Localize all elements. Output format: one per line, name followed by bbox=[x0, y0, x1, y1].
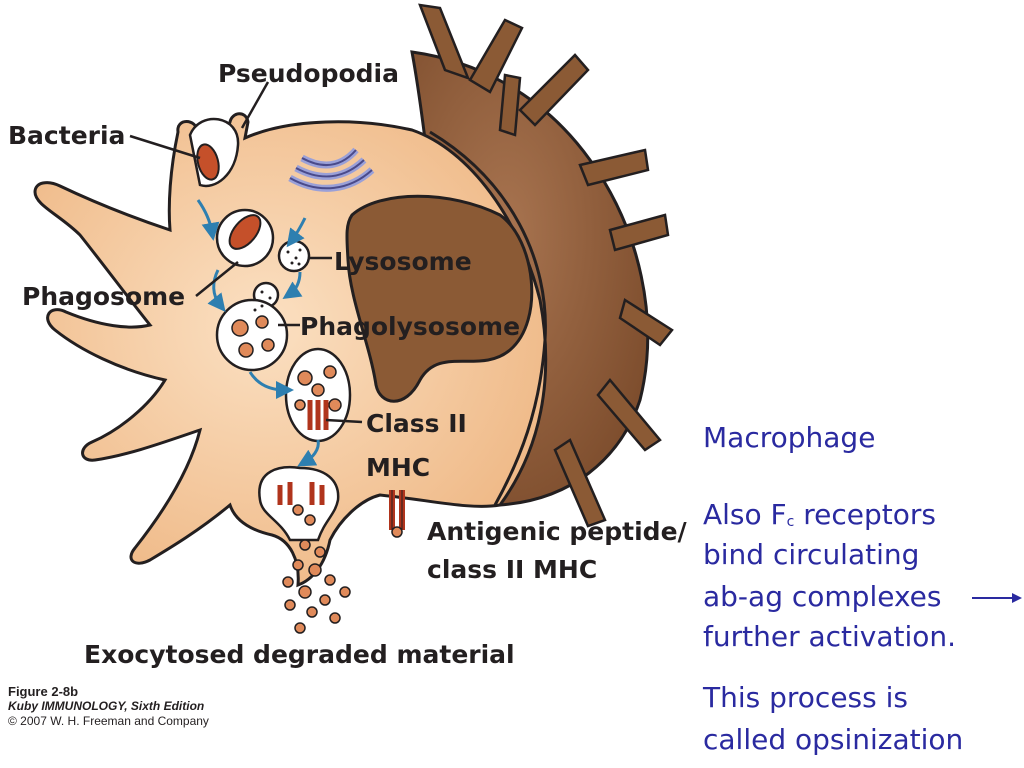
phagolysosome bbox=[215, 298, 289, 372]
golgi-apparatus bbox=[288, 147, 375, 192]
lysosome bbox=[277, 239, 311, 273]
mhc-vesicle bbox=[284, 347, 352, 443]
label-phagosome: Phagosome bbox=[22, 282, 185, 311]
book-title: Kuby IMMUNOLOGY, Sixth Edition bbox=[8, 699, 205, 713]
label-pseudopodia: Pseudopodia bbox=[218, 59, 399, 88]
surface-mhc bbox=[389, 490, 405, 538]
label-mhc: MHC bbox=[366, 453, 430, 482]
side-line-3: ab-ag complexes bbox=[703, 580, 942, 613]
figure-number: Figure 2-8b bbox=[8, 684, 79, 699]
side-line-4: further activation. bbox=[703, 620, 957, 653]
side-fc-b: receptors bbox=[794, 498, 937, 531]
right-arrow-icon bbox=[972, 593, 1022, 603]
label-exocytosed: Exocytosed degraded material bbox=[84, 640, 515, 669]
side-title: Macrophage bbox=[703, 421, 876, 454]
label-class-ii: Class II bbox=[366, 409, 467, 438]
phagosome bbox=[215, 208, 275, 268]
label-phagolysosome: Phagolysosome bbox=[300, 312, 520, 341]
side-line-5: This process is bbox=[703, 681, 908, 714]
exocytosis-pocket bbox=[258, 466, 340, 542]
label-lysosome: Lysosome bbox=[334, 247, 472, 276]
side-line-6: called opsinization bbox=[703, 723, 964, 756]
leader-lines bbox=[129, 81, 363, 424]
bacterium-entering bbox=[188, 117, 240, 188]
side-line-2: bind circulating bbox=[703, 538, 920, 571]
degraded-particles bbox=[282, 539, 351, 634]
label-class-ii-mhc: class II MHC bbox=[427, 555, 597, 584]
side-fc-line: Also Fc receptors bbox=[703, 495, 936, 542]
nucleus bbox=[345, 194, 534, 403]
side-fc-sub: c bbox=[786, 514, 795, 530]
cell-edge-arc bbox=[429, 130, 547, 506]
copyright-notice: © 2007 W. H. Freeman and Company bbox=[8, 714, 209, 728]
process-arrows bbox=[196, 199, 320, 467]
label-bacteria: Bacteria bbox=[8, 121, 125, 150]
label-antigenic-peptide: Antigenic peptide/ bbox=[427, 517, 688, 546]
side-fc-a: Also F bbox=[703, 498, 787, 531]
